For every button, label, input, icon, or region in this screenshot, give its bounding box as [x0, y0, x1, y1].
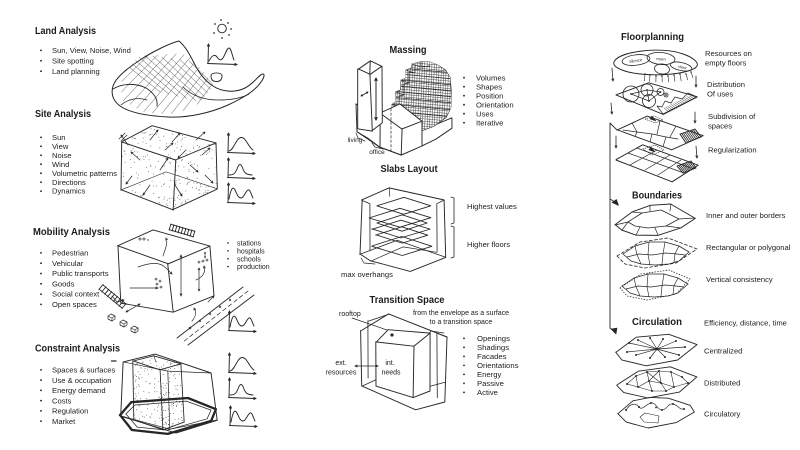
- svg-text:Site spotting: Site spotting: [52, 56, 94, 65]
- svg-text:Market: Market: [52, 417, 76, 426]
- svg-text:stations: stations: [237, 241, 262, 248]
- svg-text:Dynamics: Dynamics: [52, 187, 86, 196]
- svg-text:Vehicular: Vehicular: [52, 259, 84, 268]
- svg-text:rooftop: rooftop: [339, 311, 361, 318]
- svg-text:Volumetric patterns: Volumetric patterns: [52, 169, 117, 178]
- svg-text:Subdivision of: Subdivision of: [708, 112, 756, 121]
- svg-text:Shapes: Shapes: [476, 82, 502, 91]
- svg-text:Constraint Analysis: Constraint Analysis: [35, 343, 120, 355]
- svg-text:Position: Position: [476, 91, 503, 100]
- svg-text:hospitals: hospitals: [237, 248, 265, 255]
- svg-text:Distributed: Distributed: [704, 379, 740, 388]
- svg-text:Massing: Massing: [390, 44, 427, 56]
- svg-text:Costs: Costs: [52, 396, 72, 405]
- svg-text:Vertical consistency: Vertical consistency: [706, 275, 773, 284]
- svg-text:max overhangs: max overhangs: [341, 270, 393, 279]
- svg-text:Spaces & surfaces: Spaces & surfaces: [52, 366, 116, 375]
- svg-text:Openings: Openings: [477, 334, 510, 343]
- svg-text:View: View: [52, 142, 69, 151]
- svg-text:production: production: [237, 264, 270, 271]
- svg-text:Higher floors: Higher floors: [467, 240, 510, 249]
- svg-text:ext.: ext.: [335, 360, 346, 367]
- svg-text:Floorplanning: Floorplanning: [621, 31, 684, 43]
- svg-text:Centralized: Centralized: [704, 347, 742, 356]
- svg-text:Orientations: Orientations: [477, 361, 519, 370]
- svg-text:Open spaces: Open spaces: [52, 300, 97, 309]
- svg-text:Active: Active: [477, 388, 498, 397]
- svg-text:Regulation: Regulation: [52, 407, 88, 416]
- svg-text:Pedestrian: Pedestrian: [52, 249, 88, 258]
- svg-text:Iterative: Iterative: [476, 118, 503, 127]
- svg-text:Mobility Analysis: Mobility Analysis: [33, 226, 110, 238]
- svg-text:office: office: [369, 149, 385, 156]
- svg-text:Use & occupation: Use & occupation: [52, 376, 112, 385]
- svg-text:Highest values: Highest values: [467, 202, 517, 211]
- svg-text:Slabs Layout: Slabs Layout: [381, 163, 438, 175]
- svg-text:Energy: Energy: [477, 370, 502, 379]
- svg-text:needs: needs: [381, 370, 401, 377]
- svg-text:Noise: Noise: [52, 151, 71, 160]
- svg-text:Circulation: Circulation: [632, 316, 682, 328]
- svg-text:Distribution: Distribution: [707, 80, 745, 89]
- svg-text:Goods: Goods: [52, 279, 75, 288]
- svg-text:empty floors: empty floors: [705, 59, 747, 68]
- svg-text:Directions: Directions: [52, 178, 86, 187]
- svg-text:Boundaries: Boundaries: [632, 190, 682, 202]
- svg-text:Orientation: Orientation: [476, 100, 514, 109]
- svg-text:Efficiency, distance, time: Efficiency, distance, time: [704, 319, 787, 328]
- svg-text:silence: silence: [629, 57, 643, 64]
- svg-text:Sun: Sun: [52, 133, 66, 142]
- svg-text:Land Analysis: Land Analysis: [35, 25, 96, 37]
- svg-text:living: living: [348, 137, 363, 144]
- svg-text:view: view: [678, 64, 688, 71]
- svg-text:morn: morn: [656, 56, 667, 62]
- svg-text:schools: schools: [237, 256, 261, 263]
- svg-text:spaces: spaces: [708, 122, 732, 131]
- svg-text:Public transports: Public transports: [52, 269, 109, 278]
- svg-text:Resources on: Resources on: [705, 49, 752, 58]
- svg-text:Of uses: Of uses: [707, 90, 733, 99]
- svg-text:Site Analysis: Site Analysis: [35, 108, 91, 120]
- svg-text:Rectangular or polygonal: Rectangular or polygonal: [706, 243, 791, 252]
- svg-text:Shadings: Shadings: [477, 343, 509, 352]
- svg-text:to a transition space: to a transition space: [430, 319, 493, 326]
- svg-text:Regularization: Regularization: [708, 146, 757, 155]
- svg-text:Social context: Social context: [52, 290, 100, 299]
- svg-text:Sun, View, Noise, Wind: Sun, View, Noise, Wind: [52, 46, 131, 55]
- svg-text:Land planning: Land planning: [52, 67, 100, 76]
- svg-text:Inner and outer borders: Inner and outer borders: [706, 211, 786, 220]
- svg-text:Energy demand: Energy demand: [52, 386, 106, 395]
- svg-text:resources: resources: [326, 370, 357, 377]
- svg-text:Facades: Facades: [477, 352, 507, 361]
- svg-text:Volumes: Volumes: [476, 73, 506, 82]
- svg-text:Uses: Uses: [476, 109, 494, 118]
- svg-text:from the envelope as a surface: from the envelope as a surface: [413, 310, 509, 317]
- svg-text:Circulatory: Circulatory: [704, 410, 740, 419]
- svg-text:Passive: Passive: [477, 379, 504, 388]
- svg-text:int.: int.: [385, 360, 394, 367]
- svg-text:Transition Space: Transition Space: [370, 294, 445, 306]
- svg-text:Wind: Wind: [52, 160, 69, 169]
